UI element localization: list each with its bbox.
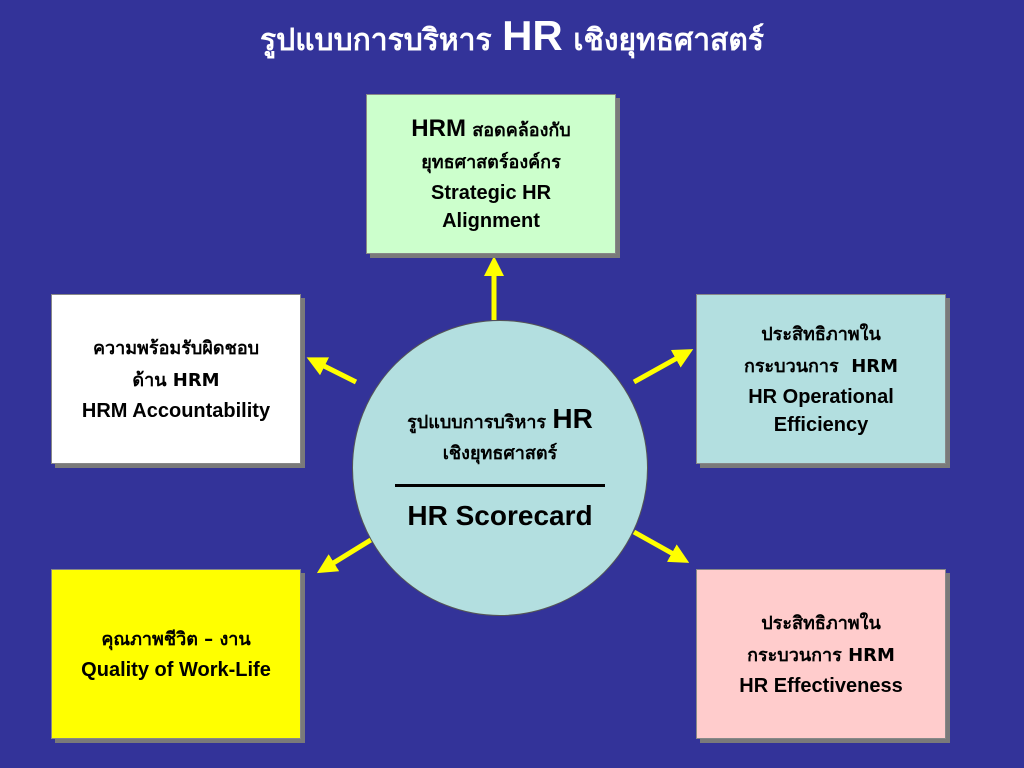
arrow-to-left — [306, 357, 358, 385]
box-accountability: ความพร้อมรับผิดชอบ ด้าน HRM HRM Accounta… — [51, 294, 301, 464]
center-line2: เชิงยุทธศาสตร์ — [442, 442, 558, 464]
center-circle: รูปแบบการบริหาร HR เชิงยุทธศาสตร์ HR Sco… — [352, 320, 648, 616]
box-operational-efficiency: ประสิทธิภาพใน กระบวนการ HRM HR Operation… — [696, 294, 946, 464]
right-box-en1: HR Operational — [748, 386, 894, 408]
box-effectiveness: ประสิทธิภาพใน กระบวนการ HRM HR Effective… — [696, 569, 946, 739]
right-box-line2: กระบวนการ HRM — [743, 356, 899, 377]
center-line1: รูปแบบการบริหาร HR — [407, 402, 593, 438]
left-box-line2: ด้าน HRM — [132, 370, 220, 391]
box-strategic-alignment: HRM สอดคล้องกับ ยุทธศาสตร์องค์กร Strateg… — [366, 94, 616, 254]
title-thai-a: รูปแบบการบริหาร — [260, 23, 492, 58]
box-quality-of-work-life: คุณภาพชีวิต – งาน Quality of Work-Life — [51, 569, 301, 739]
title-hr: HR — [502, 12, 563, 59]
bottom-right-box-en: HR Effectiveness — [739, 675, 903, 697]
center-line1-thai: รูปแบบการบริหาร — [407, 411, 547, 433]
bottom-left-box-line1: คุณภาพชีวิต – งาน — [101, 629, 251, 650]
left-box-en: HRM Accountability — [81, 400, 271, 422]
bottom-right-box-line1: ประสิทธิภาพใน — [761, 613, 881, 634]
top-box-line2: ยุทธศาสตร์องค์กร — [421, 152, 561, 173]
center-scorecard: HR Scorecard — [407, 499, 593, 531]
top-box-line1: HRM สอดคล้องกับ — [411, 113, 570, 147]
right-box-line1: ประสิทธิภาพใน — [761, 324, 881, 345]
center-divider — [395, 483, 605, 487]
bottom-right-box-line2: กระบวนการ HRM — [747, 645, 895, 666]
page-title: รูปแบบการบริหาร HR เชิงยุทธศาสตร์ — [0, 14, 1024, 63]
arrow-to-bottom-left — [316, 535, 376, 574]
title-thai-b: เชิงยุทธศาสตร์ — [573, 23, 764, 58]
bottom-left-box-en: Quality of Work-Life — [81, 659, 271, 681]
arrow-to-right — [632, 349, 694, 385]
top-box-en1: Strategic HR — [430, 182, 552, 204]
top-box-en2: Alignment — [442, 210, 540, 232]
top-box-line1-thai: สอดคล้องกับ — [472, 120, 571, 141]
left-box-line1: ความพร้อมรับผิดชอบ — [92, 338, 260, 359]
right-box-en2: Efficiency — [773, 414, 869, 436]
arrow-to-bottom-right — [632, 529, 690, 563]
center-line1-hr: HR — [552, 402, 593, 434]
top-box-hrm: HRM — [411, 115, 466, 142]
